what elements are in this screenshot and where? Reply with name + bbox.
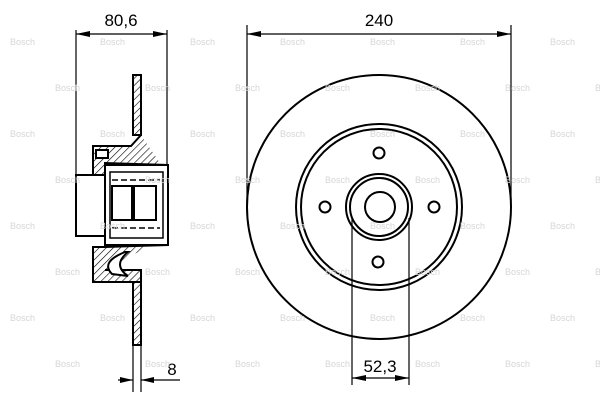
watermark-text: Bosch [595,83,600,93]
watermark-text: Bosch [595,359,600,369]
watermark-text: Bosch [460,313,485,323]
watermark-text: Bosch [415,267,440,277]
watermark-text: Bosch [370,313,395,323]
watermark-text: Bosch [325,175,350,185]
watermark-text: Bosch [190,129,215,139]
watermark-text: Bosch [235,359,260,369]
watermark-text: Bosch [415,83,440,93]
watermark-text: Bosch [10,313,35,323]
watermark-text: Bosch [235,175,260,185]
watermark-text: Bosch [100,37,125,47]
watermark-text: Bosch [55,175,80,185]
watermark-text: Bosch [55,359,80,369]
dimension-disc-diameter: 240 [365,11,393,30]
watermark-text: Bosch [550,221,575,231]
watermark-text: Bosch [550,37,575,47]
watermark-text: Bosch [145,83,170,93]
watermark-text: Bosch [10,129,35,139]
watermark-text: Bosch [100,313,125,323]
side-section-view [75,30,180,392]
hub-spigot [75,174,106,237]
watermark-text: Bosch [370,37,395,47]
front-view [246,25,512,385]
watermark-text: Bosch [325,267,350,277]
watermark-text: Bosch [280,313,305,323]
bearing-roller [133,185,157,221]
hat-outer-circle [295,123,463,291]
watermark-text: Bosch [595,175,600,185]
watermark-text: Bosch [460,221,485,231]
disc-plate-upper [132,74,142,136]
bearing-roller [111,185,133,221]
watermark-text: Bosch [100,221,125,231]
bolt-hole [427,200,441,214]
hub-circle-inner [349,177,409,237]
watermark-text: Bosch [460,37,485,47]
dimension-disc-thickness: 8 [167,360,176,379]
watermark-text: Bosch [415,359,440,369]
watermark-text: Bosch [370,221,395,231]
watermark-text: Bosch [460,129,485,139]
watermark-text: Bosch [190,37,215,47]
watermark-text: Bosch [280,129,305,139]
bolt-hole [318,200,332,214]
watermark-text: Bosch [505,175,530,185]
watermark-text: Bosch [55,267,80,277]
watermark-text: Bosch [10,37,35,47]
watermark-text: Bosch [595,267,600,277]
watermark-text: Bosch [325,83,350,93]
watermark-text: Bosch [55,83,80,93]
watermark-text: Bosch [550,129,575,139]
watermark-text: Bosch [415,175,440,185]
watermark-text: Bosch [505,83,530,93]
watermark-text: Bosch [145,267,170,277]
watermark-text: Bosch [190,221,215,231]
watermark-text: Bosch [145,175,170,185]
bolt-hole [371,255,385,269]
hub-recess [107,251,131,277]
watermark-text: Bosch [505,267,530,277]
hub-hole [95,149,109,159]
disc-outer-circle [246,74,512,340]
watermark-text: Bosch [280,221,305,231]
watermark-text: Bosch [235,267,260,277]
dimension-arrows [120,377,154,383]
watermark-text: Bosch [100,129,125,139]
watermark-text: Bosch [145,359,170,369]
watermark-text: Bosch [235,83,260,93]
hub-circle-outer [345,173,413,241]
watermark-text: Bosch [550,313,575,323]
center-bore [364,191,396,223]
watermark-text: Bosch [370,129,395,139]
watermark-text: Bosch [280,37,305,47]
dimension-arrows [352,375,409,381]
watermark-text: Bosch [10,221,35,231]
watermark-text: Bosch [505,359,530,369]
watermark-text: Bosch [190,313,215,323]
dimension-center-bore: 52,3 [363,357,396,376]
dimension-hub-width: 80,6 [104,11,137,30]
hat-inner-circle [300,128,458,286]
watermark-text: Bosch [325,359,350,369]
disc-plate-lower [132,281,142,346]
bolt-hole [372,146,386,160]
